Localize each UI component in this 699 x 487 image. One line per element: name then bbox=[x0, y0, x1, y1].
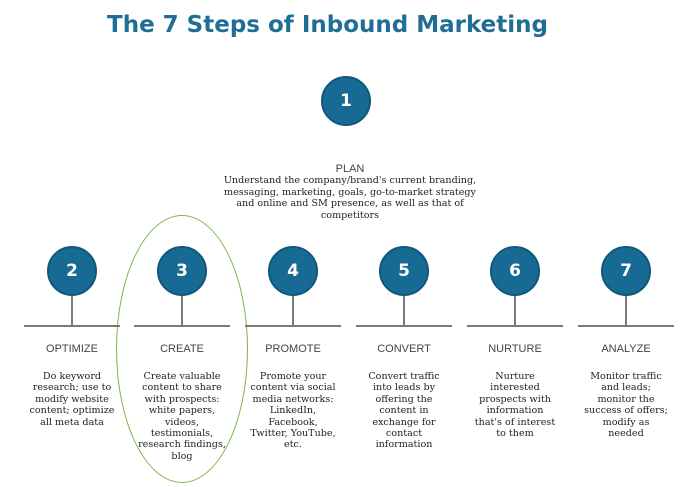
step-stem bbox=[181, 296, 183, 325]
step-desc-line: into leads by bbox=[372, 382, 436, 394]
step-desc-line: monitor the bbox=[597, 393, 655, 405]
plan-desc-line: competitors bbox=[320, 209, 380, 221]
step-baseline bbox=[356, 325, 452, 327]
step-desc-line: testimonials, bbox=[150, 428, 214, 440]
step-desc-line: all meta data bbox=[40, 416, 104, 428]
step-desc-line: modify website bbox=[35, 393, 109, 405]
step-desc-line: blog bbox=[171, 450, 193, 462]
step-5-circle: 5 bbox=[379, 246, 429, 296]
step-desc-line: offering the bbox=[375, 393, 433, 405]
step-7-circle: 7 bbox=[601, 246, 651, 296]
step-desc-line: Twitter, YouTube, bbox=[250, 428, 336, 440]
step-desc-line: information bbox=[486, 405, 544, 417]
step-6-title: NURTURE bbox=[488, 343, 542, 355]
step-4-circle: 4 bbox=[268, 246, 318, 296]
plan-description: Understand the company/brand's current b… bbox=[200, 175, 500, 221]
step-5-title: CONVERT bbox=[377, 343, 431, 355]
step-desc-line: Promote your bbox=[259, 371, 327, 382]
create-highlight-ellipse bbox=[116, 215, 248, 483]
plan-desc-line: Understand the company/brand's current b… bbox=[223, 175, 477, 186]
step-desc-line: etc. bbox=[284, 439, 302, 451]
step-7-title: ANALYZE bbox=[601, 343, 651, 355]
step-baseline bbox=[245, 325, 341, 327]
step-desc-line: with prospects: bbox=[144, 393, 220, 405]
step-stem bbox=[625, 296, 627, 325]
step-desc-line: information bbox=[375, 439, 433, 451]
step-desc-line: Nurture bbox=[495, 371, 535, 382]
step-desc-line: prospects with bbox=[479, 393, 551, 405]
step-desc-line: needed bbox=[608, 428, 644, 440]
step-desc-line: content in bbox=[379, 405, 429, 417]
step-stem bbox=[71, 296, 73, 325]
plan-title: PLAN bbox=[335, 163, 365, 175]
step-desc-line: white papers, bbox=[148, 405, 216, 417]
step-stem bbox=[292, 296, 294, 325]
plan-desc-line: messaging, marketing, goals, go-to-marke… bbox=[224, 186, 476, 198]
step-desc-line: content via social bbox=[250, 382, 336, 394]
plan-desc-line: and online and SM presence, as well as t… bbox=[236, 198, 464, 210]
step-baseline bbox=[134, 325, 230, 327]
step-stem bbox=[514, 296, 516, 325]
step-desc-line: media networks: bbox=[252, 393, 334, 405]
step-baseline bbox=[467, 325, 563, 327]
step-desc-line: LinkedIn, bbox=[269, 405, 317, 417]
step-baseline bbox=[24, 325, 120, 327]
step-baseline bbox=[578, 325, 674, 327]
step-desc-line: exchange for bbox=[372, 416, 436, 428]
step-desc-line: contact bbox=[385, 428, 423, 440]
step-1-circle: 1 bbox=[321, 76, 371, 126]
step-desc-line: Facebook, bbox=[268, 416, 318, 428]
step-3-title: CREATE bbox=[160, 343, 204, 355]
step-2-title: OPTIMIZE bbox=[46, 343, 98, 355]
step-desc-line: content to share bbox=[142, 382, 222, 394]
step-desc-line: Do keyword bbox=[42, 371, 102, 382]
step-desc-line: that's of interest bbox=[474, 416, 556, 428]
step-desc-line: videos, bbox=[164, 416, 200, 428]
step-desc-line: success of offers; bbox=[584, 405, 668, 417]
step-desc-line: modify as bbox=[602, 416, 650, 428]
step-desc-line: research; use to bbox=[32, 382, 112, 394]
step-desc-line: Monitor traffic bbox=[590, 371, 662, 382]
plan-text: PLAN Understand the company/brand's curr… bbox=[200, 163, 500, 221]
step-desc-line: interested bbox=[490, 382, 540, 394]
step-3-circle: 3 bbox=[157, 246, 207, 296]
step-desc-line: content; optimize bbox=[29, 405, 115, 417]
step-desc-line: Convert traffic bbox=[368, 371, 440, 382]
step-desc-line: and leads; bbox=[601, 382, 651, 394]
page-title: The 7 Steps of Inbound Marketing bbox=[107, 12, 548, 38]
step-6-circle: 6 bbox=[490, 246, 540, 296]
step-stem bbox=[403, 296, 405, 325]
step-desc-line: Create valuable bbox=[143, 371, 221, 382]
step-2-circle: 2 bbox=[47, 246, 97, 296]
step-desc-line: to them bbox=[496, 428, 534, 440]
step-4-title: PROMOTE bbox=[265, 343, 321, 355]
step-desc-line: research findings, bbox=[138, 439, 226, 451]
